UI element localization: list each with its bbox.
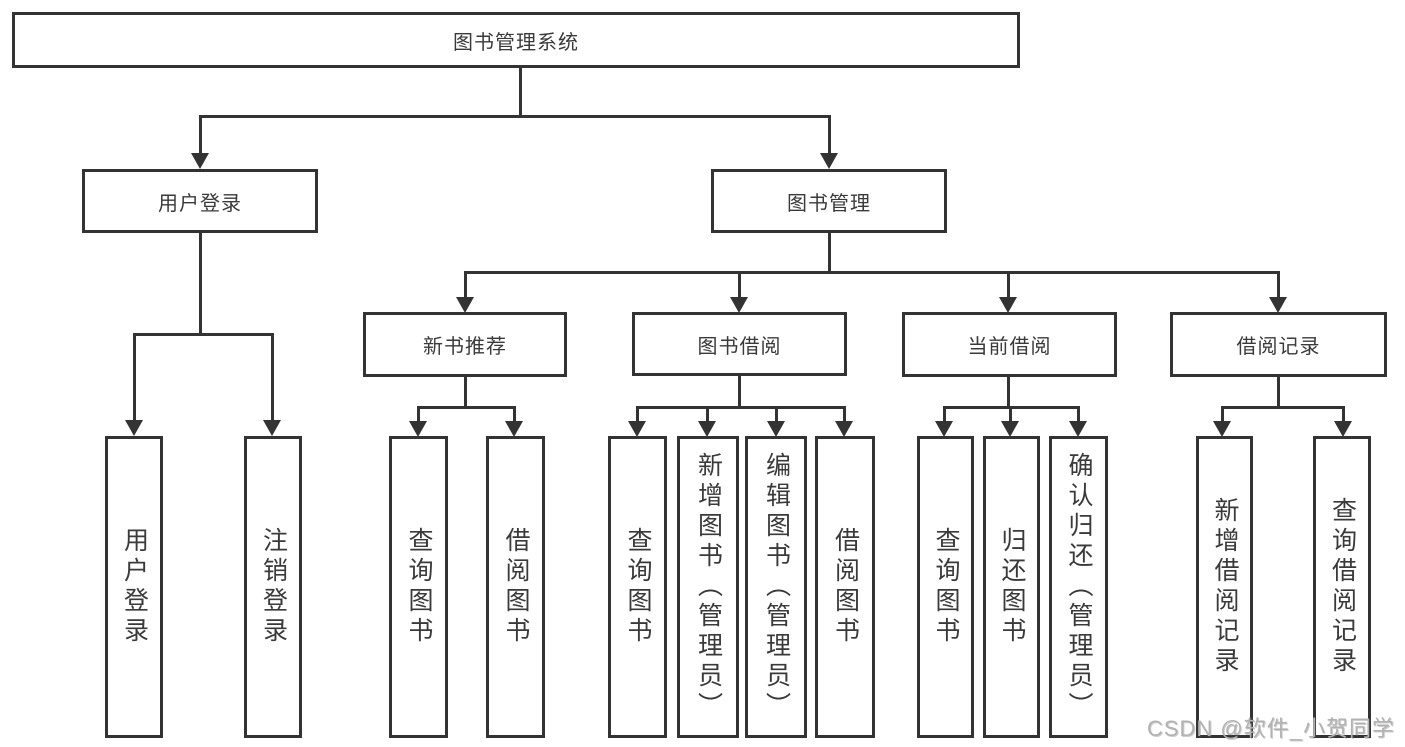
connector-vline bbox=[828, 231, 831, 273]
connector-vline bbox=[199, 115, 202, 155]
connector-vline bbox=[738, 374, 741, 409]
leaf-borrow-books-recommend-label: 借阅图书 bbox=[502, 527, 530, 647]
arrowhead-down-icon bbox=[835, 421, 853, 437]
leaf-add-book-admin: 新增图书（管理员） bbox=[677, 436, 739, 738]
leaf-return-book-label: 归还图书 bbox=[998, 527, 1026, 647]
leaf-query-borrow-record-label: 查询借阅记录 bbox=[1328, 497, 1357, 677]
leaf-logout-label: 注销登录 bbox=[259, 527, 288, 647]
connector-vline bbox=[464, 271, 467, 299]
connector-vline bbox=[828, 115, 831, 155]
connector-vline bbox=[706, 406, 709, 422]
connector-vline bbox=[271, 333, 274, 421]
connector-vline bbox=[943, 406, 946, 422]
leaf-query-borrow-record: 查询借阅记录 bbox=[1313, 436, 1371, 738]
leaf-query-books-borrow-label: 查询图书 bbox=[624, 527, 652, 647]
leaf-query-books-recommend-label: 查询图书 bbox=[405, 527, 433, 647]
connector-vline bbox=[843, 406, 846, 422]
leaf-logout: 注销登录 bbox=[244, 436, 302, 738]
leaf-query-books-current: 查询图书 bbox=[917, 436, 974, 738]
arrowhead-down-icon bbox=[191, 153, 209, 169]
arrowhead-down-icon bbox=[1001, 421, 1019, 437]
leaf-add-book-admin-label: 新增图书（管理员） bbox=[694, 452, 723, 722]
arrowhead-down-icon bbox=[409, 421, 427, 437]
leaf-confirm-return-admin: 确认归还（管理员） bbox=[1049, 436, 1108, 738]
arrowhead-down-icon bbox=[1069, 421, 1087, 437]
arrowhead-down-icon bbox=[999, 297, 1017, 313]
leaf-query-books-recommend: 查询图书 bbox=[389, 436, 448, 738]
connector-hline bbox=[636, 406, 846, 409]
arrowhead-down-icon bbox=[767, 421, 785, 437]
leaf-user-login-label: 用户登录 bbox=[120, 527, 149, 647]
arrowhead-down-icon bbox=[730, 297, 748, 313]
connector-vline bbox=[133, 333, 136, 421]
node-current-borrow: 当前借阅 bbox=[902, 312, 1117, 377]
leaf-query-books-current-label: 查询图书 bbox=[932, 527, 960, 647]
connector-vline bbox=[513, 406, 516, 422]
connector-vline bbox=[199, 231, 202, 335]
connector-vline bbox=[775, 406, 778, 422]
node-current-borrow-label: 当前借阅 bbox=[967, 336, 1052, 358]
leaf-borrow-books-recommend: 借阅图书 bbox=[486, 436, 545, 738]
arrowhead-down-icon bbox=[628, 421, 646, 437]
watermark: CSDN @软件_小贺同学 bbox=[1146, 716, 1395, 741]
node-user-login-label: 用户登录 bbox=[158, 192, 242, 215]
connector-vline bbox=[464, 375, 467, 409]
node-book-borrow: 图书借阅 bbox=[632, 312, 847, 376]
connector-vline bbox=[1277, 271, 1280, 299]
arrowhead-down-icon bbox=[263, 420, 281, 436]
leaf-add-borrow-record: 新增借阅记录 bbox=[1196, 436, 1253, 738]
leaf-edit-book-admin: 编辑图书（管理员） bbox=[745, 436, 807, 738]
arrowhead-down-icon bbox=[820, 153, 838, 169]
node-book-management-label: 图书管理 bbox=[787, 192, 871, 215]
connector-vline bbox=[417, 406, 420, 422]
connector-vline bbox=[636, 406, 639, 422]
connector-hline bbox=[417, 406, 516, 409]
leaf-return-book: 归还图书 bbox=[983, 436, 1040, 738]
arrowhead-down-icon bbox=[1213, 421, 1231, 437]
node-user-login: 用户登录 bbox=[82, 169, 318, 233]
node-library-system-label: 图书管理系统 bbox=[453, 31, 579, 54]
node-book-borrow-label: 图书借阅 bbox=[697, 335, 782, 358]
node-borrow-records-label: 借阅记录 bbox=[1236, 336, 1321, 358]
connector-vline bbox=[1009, 406, 1012, 422]
arrowhead-down-icon bbox=[456, 297, 474, 313]
connector-hline bbox=[133, 333, 274, 336]
arrowhead-down-icon bbox=[935, 421, 953, 437]
connector-vline bbox=[1342, 406, 1345, 422]
connector-hline bbox=[464, 271, 1280, 274]
connector-vline bbox=[1077, 406, 1080, 422]
leaf-user-login: 用户登录 bbox=[105, 436, 163, 738]
connector-vline bbox=[1007, 271, 1010, 299]
node-new-book-recommend: 新书推荐 bbox=[363, 312, 567, 377]
arrowhead-down-icon bbox=[698, 421, 716, 437]
arrowhead-down-icon bbox=[1334, 421, 1352, 437]
connector-hline bbox=[1221, 406, 1344, 409]
leaf-borrow-books-borrow: 借阅图书 bbox=[815, 436, 875, 738]
arrowhead-down-icon bbox=[505, 421, 523, 437]
connector-vline bbox=[1277, 375, 1280, 409]
node-book-management: 图书管理 bbox=[711, 169, 947, 233]
connector-vline bbox=[1221, 406, 1224, 422]
connector-vline bbox=[1007, 375, 1010, 409]
leaf-edit-book-admin-label: 编辑图书（管理员） bbox=[762, 452, 791, 722]
leaf-confirm-return-admin-label: 确认归还（管理员） bbox=[1065, 452, 1093, 722]
node-borrow-records: 借阅记录 bbox=[1170, 312, 1387, 377]
leaf-borrow-books-borrow-label: 借阅图书 bbox=[831, 527, 860, 647]
connector-vline bbox=[519, 65, 522, 118]
connector-hline bbox=[199, 115, 831, 118]
leaf-query-books-borrow: 查询图书 bbox=[608, 436, 667, 738]
connector-vline bbox=[738, 271, 741, 299]
node-new-book-recommend-label: 新书推荐 bbox=[423, 336, 507, 358]
leaf-add-borrow-record-label: 新增借阅记录 bbox=[1211, 497, 1239, 677]
arrowhead-down-icon bbox=[125, 420, 143, 436]
arrowhead-down-icon bbox=[1269, 297, 1287, 313]
node-library-system: 图书管理系统 bbox=[12, 12, 1020, 68]
